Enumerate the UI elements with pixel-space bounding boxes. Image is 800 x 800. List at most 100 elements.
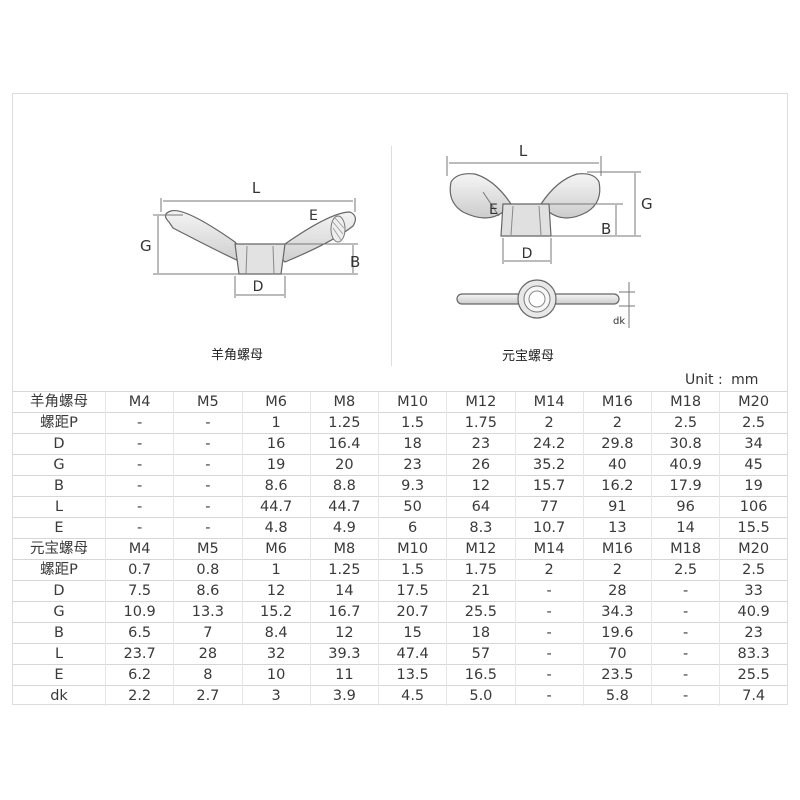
dim-E-label: E bbox=[309, 208, 318, 224]
table-cell: 4.5 bbox=[377, 685, 447, 706]
caption-right: 元宝螺母 bbox=[502, 349, 555, 364]
dim-G-label: G bbox=[140, 237, 152, 255]
dim-D-label: D bbox=[253, 279, 264, 295]
row-label-cell: D bbox=[13, 433, 106, 455]
table-cell: 26 bbox=[446, 454, 515, 476]
table-cell: 13.5 bbox=[377, 664, 447, 686]
table-cell: 70 bbox=[582, 643, 652, 665]
table-cell: 2 bbox=[514, 412, 584, 434]
table-cell: 2 bbox=[582, 412, 652, 434]
table-cell: 19.6 bbox=[582, 622, 652, 644]
table-cell: - bbox=[514, 664, 584, 686]
table-cell: 19 bbox=[719, 475, 787, 497]
table-cell: 25.5 bbox=[446, 601, 515, 623]
table-cell: 106 bbox=[719, 496, 787, 518]
wing-nut-horn-diagram: L E G B bbox=[140, 179, 360, 298]
table-cell: 8.8 bbox=[309, 475, 379, 497]
table-cell: - bbox=[514, 601, 584, 623]
table-cell: 23 bbox=[719, 622, 787, 644]
table-cell: 44.7 bbox=[309, 496, 379, 518]
table-cell: 7 bbox=[173, 622, 242, 644]
table-cell: 19 bbox=[241, 454, 311, 476]
table-cell: 8.4 bbox=[241, 622, 311, 644]
table-cell: 18 bbox=[446, 622, 515, 644]
table-cell: 40.9 bbox=[650, 454, 720, 476]
row-label-cell: G bbox=[13, 601, 106, 623]
table-cell: - bbox=[650, 622, 720, 644]
table-cell: - bbox=[650, 643, 720, 665]
table-cell: 8.6 bbox=[173, 580, 242, 602]
table-cell: 18 bbox=[377, 433, 447, 455]
table-cell: 17.5 bbox=[377, 580, 447, 602]
size-header-cell: M12 bbox=[446, 391, 515, 413]
table-cell: - bbox=[650, 664, 720, 686]
table-cell: 2.7 bbox=[173, 685, 242, 706]
table-cell: 16.7 bbox=[309, 601, 379, 623]
row-label-cell: E bbox=[13, 664, 106, 686]
table-cell: 4.8 bbox=[241, 517, 311, 539]
table-cell: 1.5 bbox=[377, 559, 447, 581]
table-cell: 20.7 bbox=[377, 601, 447, 623]
size-header-cell: M5 bbox=[173, 538, 242, 560]
table-cell: 13 bbox=[582, 517, 652, 539]
table-cell: - bbox=[104, 517, 174, 539]
table-cell: 40 bbox=[582, 454, 652, 476]
table-cell: 2 bbox=[582, 559, 652, 581]
table-cell: - bbox=[104, 433, 174, 455]
table-cell: - bbox=[173, 475, 242, 497]
table-cell: 1.25 bbox=[309, 559, 379, 581]
table-cell: 21 bbox=[446, 580, 515, 602]
table-cell: 1 bbox=[241, 559, 311, 581]
table-cell: 13.3 bbox=[173, 601, 242, 623]
dim-G-label: G bbox=[641, 195, 653, 213]
table-cell: 1.5 bbox=[377, 412, 447, 434]
table-cell: 34.3 bbox=[582, 601, 652, 623]
size-header-cell: M4 bbox=[104, 538, 174, 560]
table-cell: 29.8 bbox=[582, 433, 652, 455]
size-header-cell: M12 bbox=[446, 538, 515, 560]
table-cell: 40.9 bbox=[719, 601, 787, 623]
size-header-cell: M10 bbox=[377, 391, 447, 413]
table-title-cell: 羊角螺母 bbox=[13, 391, 106, 413]
size-header-cell: M14 bbox=[514, 391, 584, 413]
size-header-cell: M18 bbox=[650, 391, 720, 413]
size-header-cell: M4 bbox=[104, 391, 174, 413]
table-cell: 3.9 bbox=[309, 685, 379, 706]
table-cell: 16.4 bbox=[309, 433, 379, 455]
table-cell: 12 bbox=[309, 622, 379, 644]
row-label-cell: dk bbox=[13, 685, 106, 706]
dim-L-label: L bbox=[519, 142, 528, 160]
table-cell: 96 bbox=[650, 496, 720, 518]
table-cell: 14 bbox=[650, 517, 720, 539]
size-header-cell: M10 bbox=[377, 538, 447, 560]
size-header-cell: M6 bbox=[241, 391, 311, 413]
dim-L-label: L bbox=[252, 179, 261, 197]
table-cell: - bbox=[173, 433, 242, 455]
table-cell: 1.25 bbox=[309, 412, 379, 434]
table-cell: - bbox=[650, 601, 720, 623]
table-cell: 8.6 bbox=[241, 475, 311, 497]
size-header-cell: M20 bbox=[719, 538, 787, 560]
table-cell: 47.4 bbox=[377, 643, 447, 665]
table-cell: 15.7 bbox=[514, 475, 584, 497]
table-cell: 16 bbox=[241, 433, 311, 455]
table-cell: - bbox=[173, 412, 242, 434]
table-cell: - bbox=[650, 580, 720, 602]
row-label-cell: B bbox=[13, 475, 106, 497]
dim-E-label: E bbox=[489, 202, 498, 218]
table-cell: 35.2 bbox=[514, 454, 584, 476]
table-cell: 6.5 bbox=[104, 622, 174, 644]
table-cell: 6.2 bbox=[104, 664, 174, 686]
table-cell: 9.3 bbox=[377, 475, 447, 497]
table-cell: 77 bbox=[514, 496, 584, 518]
table-cell: 2.5 bbox=[650, 559, 720, 581]
table-cell: 8 bbox=[173, 664, 242, 686]
